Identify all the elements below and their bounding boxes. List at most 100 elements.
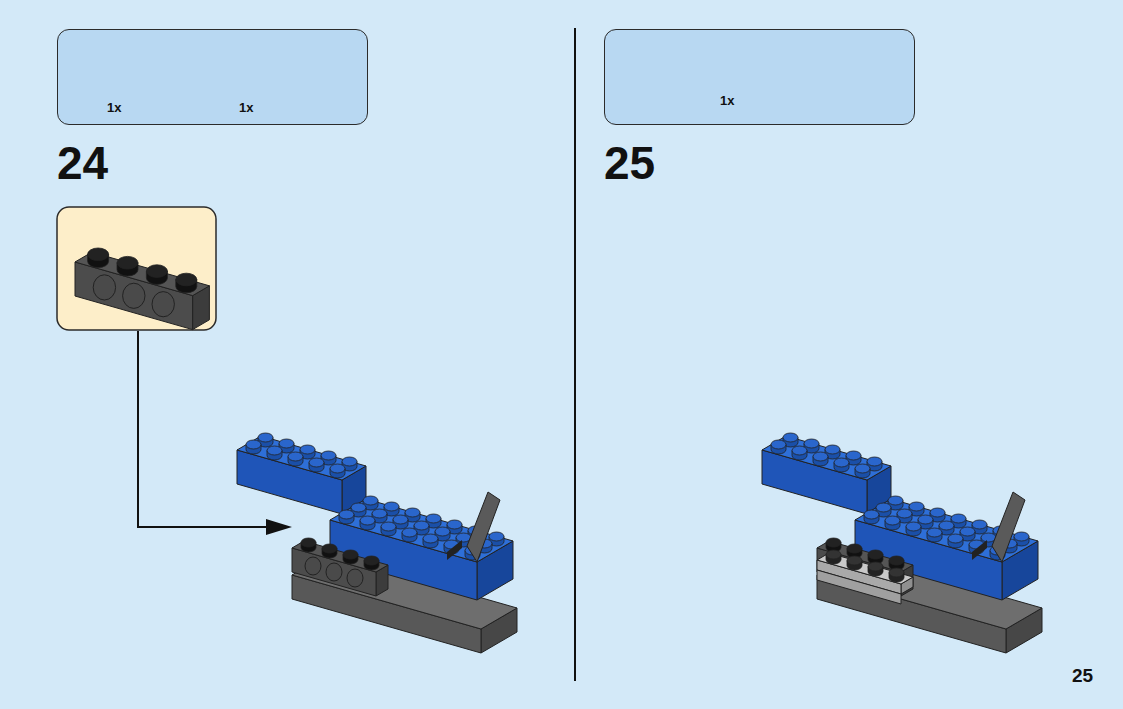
parts-list-box: 1x 1x — [57, 29, 368, 125]
technic-hole — [347, 569, 363, 587]
stud-top — [258, 433, 273, 442]
stud-top — [889, 568, 904, 577]
stud-top — [876, 503, 891, 512]
grey-wedge — [467, 492, 500, 562]
quantity-label: 1x — [107, 101, 121, 114]
stud-top — [447, 520, 462, 529]
stud-top — [847, 544, 862, 553]
callout-leader — [138, 331, 274, 527]
placed-technic-brick — [292, 538, 388, 596]
stud-top — [342, 457, 357, 466]
stud-top — [951, 514, 966, 523]
technic-hole — [93, 275, 115, 300]
step-number: 24 — [57, 140, 108, 186]
stud-top — [288, 452, 303, 461]
brick-front — [762, 450, 867, 514]
stud-top — [930, 508, 945, 517]
stud-top — [826, 538, 841, 547]
stud-top — [246, 440, 261, 449]
stud-top — [1014, 532, 1029, 541]
stud-top — [351, 503, 366, 512]
stud-top — [889, 556, 904, 565]
stud-top — [381, 522, 396, 531]
model-step-24 — [237, 433, 517, 653]
callout-arrowhead — [266, 519, 292, 535]
model-step-25 — [762, 433, 1042, 653]
stud-top — [771, 440, 786, 449]
stud-top — [426, 514, 441, 523]
stud-top — [88, 248, 109, 261]
brick-front — [75, 262, 193, 330]
stud-top — [372, 509, 387, 518]
blue-back-block — [237, 433, 366, 514]
stud-top — [279, 439, 294, 448]
window-detail — [972, 540, 987, 560]
stud-top — [384, 502, 399, 511]
stud-top — [176, 273, 197, 286]
stud-top — [804, 439, 819, 448]
stud-top — [846, 451, 861, 460]
stud-top — [267, 446, 282, 455]
grey-wedge — [992, 492, 1025, 562]
stud-top — [117, 256, 138, 269]
quantity-label: 1x — [239, 101, 253, 114]
stud-top — [927, 528, 942, 537]
stud-top — [906, 522, 921, 531]
stud-top — [360, 516, 375, 525]
step-number: 25 — [604, 140, 655, 186]
stud-top — [414, 521, 429, 530]
brick-front — [237, 450, 342, 514]
stud-top — [897, 509, 912, 518]
stud-top — [309, 458, 324, 467]
technic-hole — [305, 557, 321, 575]
stud-top — [867, 457, 882, 466]
stud-top — [834, 458, 849, 467]
stud-top — [423, 534, 438, 543]
window-detail — [447, 540, 462, 560]
technic-hole — [326, 563, 342, 581]
brick-front — [292, 548, 376, 596]
stud-top — [783, 433, 798, 442]
stud-top — [888, 496, 903, 505]
stud-top — [972, 520, 987, 529]
stud-top — [792, 446, 807, 455]
blue-back-block — [762, 433, 891, 514]
stud-top — [146, 265, 167, 278]
callout-box — [57, 207, 216, 330]
stud-top — [825, 445, 840, 454]
stud-top — [405, 508, 420, 517]
stud-top — [909, 502, 924, 511]
stud-top — [393, 515, 408, 524]
stud-top — [343, 550, 358, 559]
stud-top — [402, 528, 417, 537]
stud-top — [918, 515, 933, 524]
page-number: 25 — [1072, 666, 1093, 685]
stud-top — [363, 496, 378, 505]
stud-top — [301, 538, 316, 547]
brick-top — [762, 436, 891, 480]
stud-top — [885, 516, 900, 525]
stud-top — [868, 562, 883, 571]
technic-hole — [152, 292, 174, 317]
stud-top — [813, 452, 828, 461]
stud-top — [826, 550, 841, 559]
stud-top — [847, 556, 862, 565]
stud-top — [855, 464, 870, 473]
stud-top — [300, 445, 315, 454]
stud-top — [489, 532, 504, 541]
stud-top — [330, 464, 345, 473]
brick-top — [237, 436, 366, 480]
stud-top — [868, 550, 883, 559]
callout-technic-brick — [75, 248, 209, 330]
quantity-label: 1x — [720, 94, 734, 107]
stud-top — [939, 521, 954, 530]
plate-front-lower — [817, 570, 901, 604]
stud-top — [321, 451, 336, 460]
stud-top — [339, 510, 354, 519]
stud-top — [960, 527, 975, 536]
stud-top — [364, 556, 379, 565]
stud-top — [322, 544, 337, 553]
stud-top — [948, 534, 963, 543]
stud-top — [435, 527, 450, 536]
step-divider — [574, 28, 576, 681]
